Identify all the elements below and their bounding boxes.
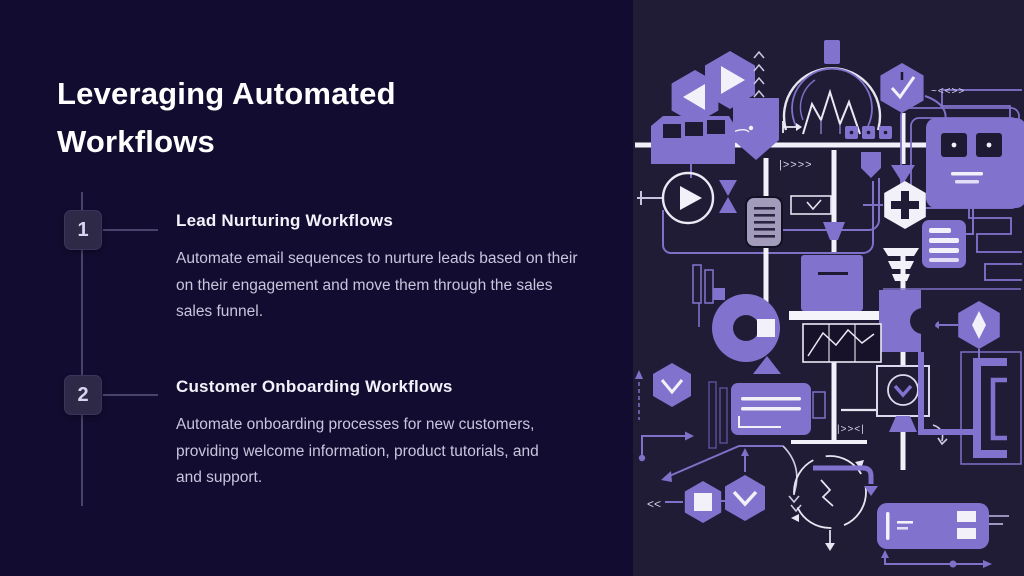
step-number-2: 2 [64, 375, 102, 415]
train-node-icon [651, 116, 735, 164]
hourglass-icon [719, 180, 737, 213]
svg-text:<<: << [647, 497, 661, 511]
item-2-heading: Customer Onboarding Workflows [176, 377, 453, 396]
step-connector-1 [103, 229, 158, 231]
svg-text:~<<>>: ~<<>> [931, 86, 965, 97]
triangle-left-icon [683, 84, 705, 110]
funnel-white-icon [883, 248, 919, 281]
hexagon-check-icon: ~<<>> [880, 63, 965, 113]
terminal-device-icon [813, 465, 1009, 568]
play-circle-icon [637, 171, 715, 225]
step-number-1: 1 [64, 210, 102, 250]
shield-marker-icon: <( [709, 50, 779, 160]
gauge-arc-chart-icon [782, 40, 882, 135]
message-card-icon [731, 383, 826, 435]
flow-glyphs: |>>>> [779, 121, 892, 171]
list-card-icon [922, 220, 966, 268]
hexagon-chevron-icon [725, 448, 765, 521]
sync-circle-icon [791, 455, 867, 551]
chart-machine-icon [789, 255, 936, 363]
plus-shield-icon [884, 181, 926, 229]
checkbox-icon [790, 195, 832, 215]
hexagon-stop-icon: << [647, 481, 726, 523]
document-list-icon [745, 196, 783, 248]
robot-card-icon [900, 107, 1024, 209]
slide-title: Leveraging Automated Workflows [57, 76, 396, 159]
item-1-body: Automate email sequences to nurture lead… [176, 250, 578, 320]
bracket-frame-icon [918, 351, 1022, 465]
gear-donut-icon [712, 294, 781, 374]
svg-text:|>><|: |>><| [837, 424, 865, 435]
triangle-right-icon [721, 66, 745, 94]
workflow-illustration: <( ~<<>> [633, 0, 1024, 576]
item-2-body: Automate onboarding processes for new cu… [176, 416, 539, 486]
svg-text:|>>>>: |>>>> [779, 159, 813, 171]
diamond-hexagon-icon [933, 301, 1000, 349]
timeline-line [81, 192, 83, 506]
circuit-lines-bottom-left [635, 264, 802, 513]
hexagon-chevron-mid-icon [653, 363, 691, 407]
item-1-heading: Lead Nurturing Workflows [176, 211, 393, 230]
step-connector-2 [103, 394, 158, 396]
hexagon-play-icons [671, 51, 755, 124]
